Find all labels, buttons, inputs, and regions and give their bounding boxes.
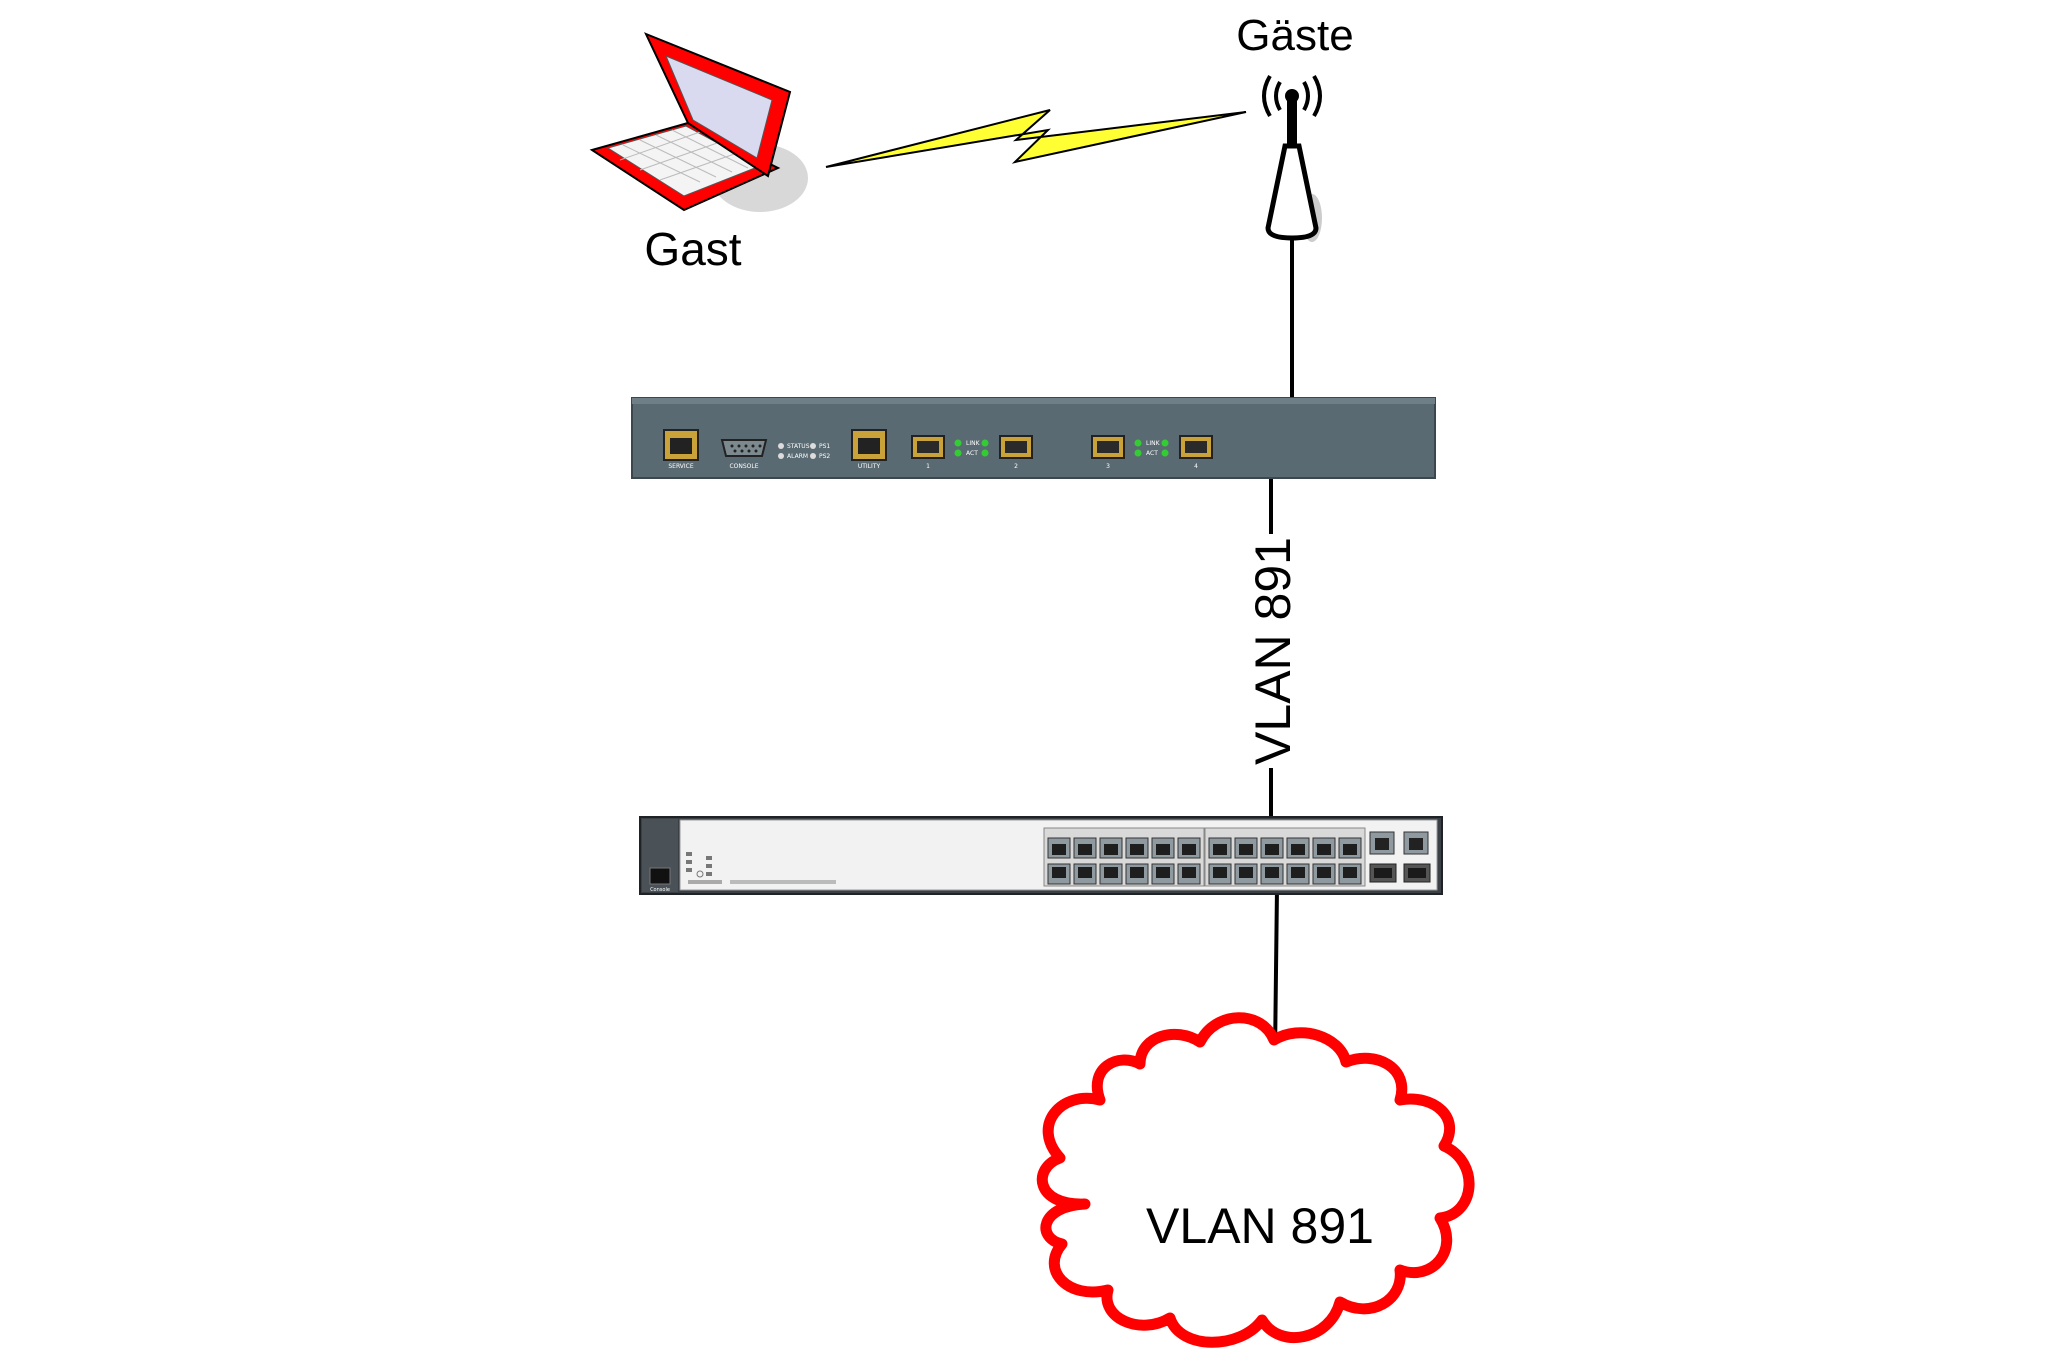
link-led-d: [1161, 439, 1169, 447]
act-led-c-label: ACT: [1146, 450, 1158, 457]
alarm-led-label: ALARM: [787, 453, 808, 460]
switch-rj45-jack: [1291, 867, 1305, 878]
switch-port-array: [1043, 827, 1366, 887]
status-led: [778, 443, 784, 449]
laptop-icon: [589, 32, 808, 212]
laptop-label: Gast: [644, 223, 741, 275]
ps2-led: [810, 453, 816, 459]
act-led-a: [954, 449, 962, 457]
sfp-port-1-slot: [917, 441, 939, 453]
uplink-sfp-1-slot: [1374, 868, 1392, 878]
antenna-tip: [1285, 89, 1299, 103]
switch-port-bank: [1043, 827, 1205, 887]
switch-rj45-jack: [1130, 844, 1144, 855]
switch-rj45-jack: [1104, 844, 1118, 855]
switch-console-port: [649, 867, 671, 885]
uplink-vlan-label: VLAN 891: [1245, 537, 1301, 765]
sfp-port-4-label: 4: [1194, 463, 1198, 470]
sfp-port-3-slot: [1097, 441, 1119, 453]
antenna-mast: [1287, 100, 1297, 150]
switch-rj45-jack: [1343, 844, 1357, 855]
ps1-led-label: PS1: [819, 443, 830, 450]
link-led-c-label: LINK: [1146, 440, 1161, 447]
switch-rj45-jack: [1317, 844, 1331, 855]
utility-port-label: UTILITY: [858, 463, 881, 470]
service-port-label: SERVICE: [668, 463, 694, 470]
network-switch-icon: Console: [639, 816, 1443, 895]
act-led-d: [1161, 449, 1169, 457]
switch-uplink-ports: [1369, 831, 1431, 883]
sfp-port-3-label: 3: [1106, 463, 1110, 470]
controller-top-edge: [632, 398, 1435, 404]
sfp-port-1-label: 1: [926, 463, 930, 470]
act-led-a-label: ACT: [966, 450, 978, 457]
switch-rj45-jack: [1052, 844, 1066, 855]
switch-rj45-jack: [1078, 844, 1092, 855]
link-led-a-label: LINK: [966, 440, 981, 447]
wlan-controller-icon: SERVICE CONSOLE STATUS ALARM PS1 PS2 UTI…: [631, 397, 1436, 479]
switch-rj45-jack: [1078, 867, 1092, 878]
ps2-led-label: PS2: [819, 453, 830, 460]
uplink-sfp-2-slot: [1408, 868, 1426, 878]
link-led-c: [1134, 439, 1142, 447]
switch-rj45-jack: [1265, 867, 1279, 878]
utility-port-jack: [858, 438, 880, 454]
switch-rj45-jack: [1130, 867, 1144, 878]
switch-rj45-jack: [1213, 844, 1227, 855]
switch-rj45-jack: [1104, 867, 1118, 878]
antenna-body: [1265, 143, 1319, 241]
console-pins: [730, 444, 762, 453]
switch-port-bank: [1204, 827, 1366, 887]
link-led-a: [954, 439, 962, 447]
switch-console-label: Console: [650, 887, 670, 893]
switch-rj45-jack: [1156, 867, 1170, 878]
controller-chassis: [631, 397, 1436, 479]
wireless-link-bolt: [825, 109, 1247, 168]
switch-rj45-jack: [1213, 867, 1227, 878]
switch-rj45-jack: [1265, 844, 1279, 855]
switch-rj45-jack: [1156, 844, 1170, 855]
laptop-screen: [665, 55, 773, 159]
uplink-rj45-2-jack: [1409, 838, 1423, 850]
switch-rj45-jack: [1317, 867, 1331, 878]
cloud-label: VLAN 891: [1146, 1198, 1374, 1254]
status-led-label: STATUS: [787, 443, 810, 450]
uplink-rj45-1-jack: [1375, 838, 1389, 850]
antenna-waves-left: [1262, 74, 1282, 118]
cloud-icon: [1037, 1012, 1475, 1348]
sfp-port-2-slot: [1005, 441, 1027, 453]
console-port: [720, 439, 768, 457]
switch-rj45-jack: [1182, 844, 1196, 855]
ps1-led: [810, 443, 816, 449]
sfp-port-2-label: 2: [1014, 463, 1018, 470]
wireless-antenna-icon: [1262, 74, 1322, 242]
link-led-b: [981, 439, 989, 447]
service-port-jack: [670, 438, 692, 454]
switch-rj45-jack: [1052, 867, 1066, 878]
act-led-c: [1134, 449, 1142, 457]
switch-rj45-jack: [1182, 867, 1196, 878]
sfp-port-4-slot: [1185, 441, 1207, 453]
laptop-keys: [619, 129, 749, 183]
antenna-waves-right: [1302, 74, 1322, 118]
alarm-led: [778, 453, 784, 459]
switch-status-leds: [686, 852, 836, 884]
switch-rj45-jack: [1239, 844, 1253, 855]
act-led-b: [981, 449, 989, 457]
console-port-label: CONSOLE: [729, 463, 758, 470]
switch-rj45-jack: [1291, 844, 1305, 855]
switch-rj45-jack: [1239, 867, 1253, 878]
switch-rj45-jack: [1343, 867, 1357, 878]
access-point-label: Gäste: [1236, 11, 1353, 60]
